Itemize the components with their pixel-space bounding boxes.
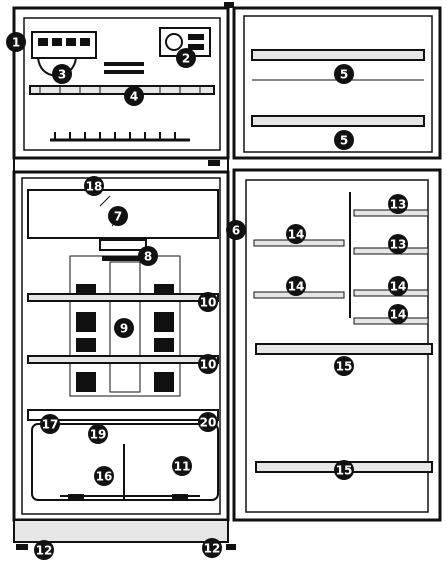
callout-8: 8 xyxy=(138,246,158,266)
svg-text:18: 18 xyxy=(86,179,103,193)
svg-text:15: 15 xyxy=(336,359,353,373)
callout-10-lower: 10 xyxy=(198,354,218,374)
svg-text:4: 4 xyxy=(130,89,138,103)
callout-14-bin-upper: 14 xyxy=(388,276,408,296)
freezer-shelf xyxy=(30,86,214,94)
callout-12-right: 12 xyxy=(202,538,222,558)
callout-7: 7 xyxy=(108,206,128,226)
callout-17: 17 xyxy=(40,414,60,434)
svg-text:12: 12 xyxy=(204,541,221,555)
fresh-food-door xyxy=(208,160,440,520)
callout-13-lower: 13 xyxy=(388,234,408,254)
freezer-door xyxy=(224,2,440,158)
callout-18: 18 xyxy=(84,176,104,196)
svg-text:13: 13 xyxy=(390,197,407,211)
callout-15-lower: 15 xyxy=(334,460,354,480)
svg-text:8: 8 xyxy=(144,249,152,263)
callout-9: 9 xyxy=(114,318,134,338)
svg-text:1: 1 xyxy=(12,35,20,49)
svg-text:14: 14 xyxy=(390,307,407,321)
svg-text:12: 12 xyxy=(36,543,53,557)
svg-text:16: 16 xyxy=(96,469,113,483)
callout-14-door-lower: 14 xyxy=(286,276,306,296)
callout-15-upper: 15 xyxy=(334,356,354,376)
svg-text:14: 14 xyxy=(288,279,305,293)
callout-4: 4 xyxy=(124,86,144,106)
callout-20: 20 xyxy=(198,412,218,432)
callout-16: 16 xyxy=(94,466,114,486)
callout-2: 2 xyxy=(176,48,196,68)
callout-10-upper: 10 xyxy=(198,292,218,312)
callout-13-upper: 13 xyxy=(388,194,408,214)
svg-text:11: 11 xyxy=(174,459,191,473)
callout-11: 11 xyxy=(172,456,192,476)
freezer-vents xyxy=(104,62,144,74)
svg-text:20: 20 xyxy=(200,415,217,429)
svg-text:6: 6 xyxy=(232,223,240,237)
svg-text:9: 9 xyxy=(120,321,128,335)
svg-text:10: 10 xyxy=(200,295,217,309)
svg-text:3: 3 xyxy=(58,67,66,81)
svg-text:10: 10 xyxy=(200,357,217,371)
callout-5-upper: 5 xyxy=(334,64,354,84)
svg-text:5: 5 xyxy=(340,67,348,81)
callout-14-door-upper: 14 xyxy=(286,224,306,244)
svg-text:14: 14 xyxy=(288,227,305,241)
svg-text:5: 5 xyxy=(340,133,348,147)
callout-19: 19 xyxy=(88,424,108,444)
callout-12-left: 12 xyxy=(34,540,54,560)
svg-text:7: 7 xyxy=(114,209,122,223)
callout-3: 3 xyxy=(52,64,72,84)
callout-14-bin-lower: 14 xyxy=(388,304,408,324)
svg-text:17: 17 xyxy=(42,417,59,431)
svg-text:15: 15 xyxy=(336,463,353,477)
svg-text:14: 14 xyxy=(390,279,407,293)
svg-text:13: 13 xyxy=(390,237,407,251)
callout-6: 6 xyxy=(226,220,246,240)
freezer-floor-grille xyxy=(50,132,190,140)
svg-text:2: 2 xyxy=(182,51,190,65)
callout-1: 1 xyxy=(6,32,26,52)
callout-5-lower: 5 xyxy=(334,130,354,150)
svg-text:19: 19 xyxy=(90,427,107,441)
fresh-food-shelves xyxy=(28,294,218,420)
